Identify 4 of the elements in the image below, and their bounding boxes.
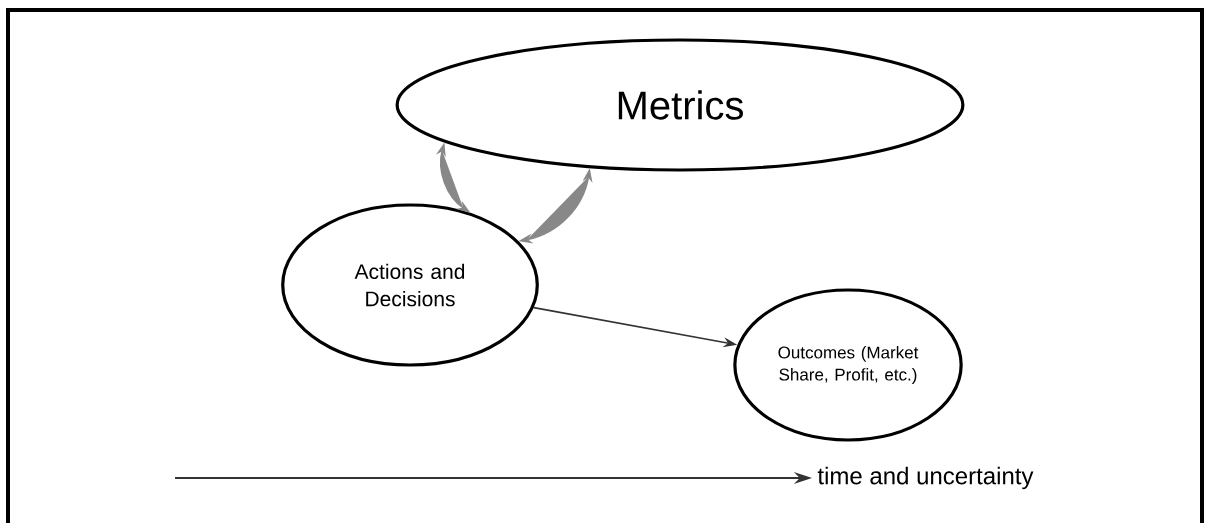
ellipse-node: Outcomes (Market Share, Profit, etc.) [733,288,963,442]
axis-label: time and uncertainty [817,466,1034,490]
ellipse-node: Actions and Decisions [281,203,539,367]
ellipse-node: Metrics [395,38,965,172]
